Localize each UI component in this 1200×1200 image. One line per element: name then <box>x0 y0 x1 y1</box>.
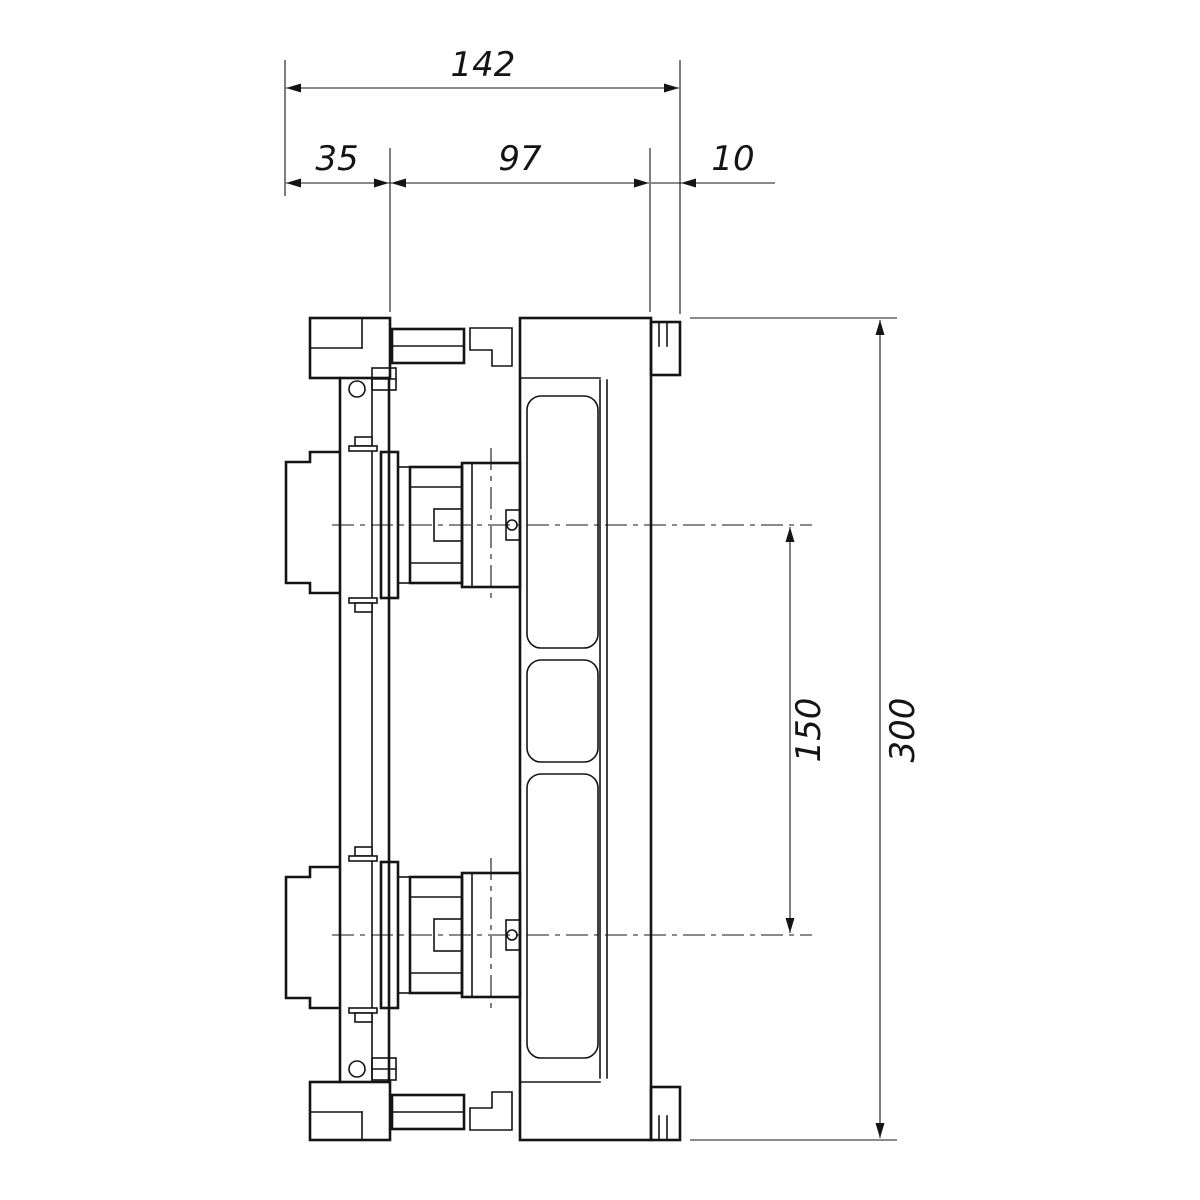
bolt <box>354 602 373 613</box>
part-bolts <box>348 436 378 1023</box>
part-left-plate <box>308 316 392 1142</box>
body-outline <box>518 316 653 1142</box>
bracket-top <box>284 450 340 595</box>
part-right-body <box>518 316 682 1142</box>
body-tab-bottom <box>649 1085 682 1142</box>
extension-lines <box>284 60 897 1141</box>
body-panel-1 <box>526 395 599 649</box>
bracket-bottom <box>284 865 340 1010</box>
dim-center-spacing: 150 <box>789 698 829 763</box>
part-latches <box>348 367 397 1081</box>
dim-left-offset: 35 <box>315 139 358 179</box>
bolt <box>354 436 373 447</box>
body-panel-3 <box>526 773 599 1059</box>
body-tab-top <box>649 320 682 377</box>
part-top-connector <box>390 327 513 367</box>
left-bottom-block <box>308 1080 392 1142</box>
hook-top <box>469 327 513 367</box>
pin-top <box>348 380 366 398</box>
dimension-lines <box>286 87 881 1138</box>
dim-total-width: 142 <box>451 45 516 85</box>
body-panel-2 <box>526 659 599 763</box>
dim-middle-width: 97 <box>498 139 542 179</box>
bolt <box>354 846 373 857</box>
centerlines <box>332 448 812 1012</box>
bolt <box>354 1012 373 1023</box>
pin-bottom <box>348 1060 366 1078</box>
part-bottom-connector <box>390 1091 513 1131</box>
dimension-arrows <box>286 83 885 1138</box>
dim-total-height: 300 <box>883 698 923 763</box>
part-left-brackets <box>284 450 340 1010</box>
dimension-labels: 142 35 97 10 150 300 <box>315 45 923 762</box>
dim-right-offset: 10 <box>711 139 754 179</box>
hook-bottom <box>469 1091 513 1131</box>
